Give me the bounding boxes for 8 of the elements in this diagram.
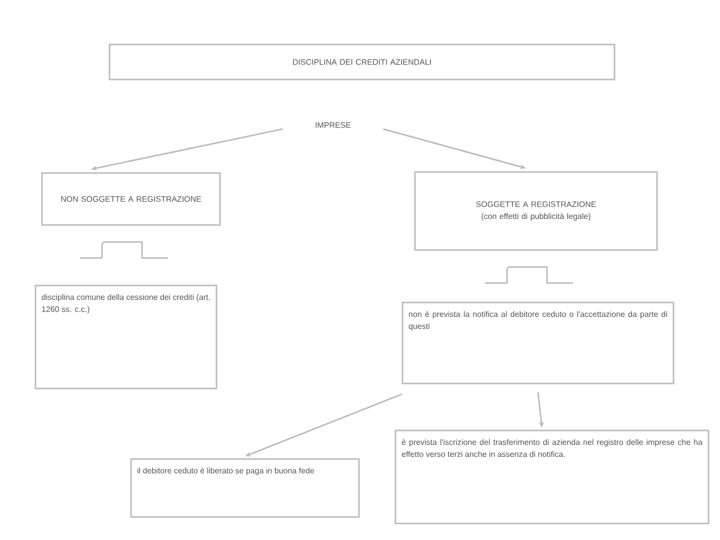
node-label: IMPRESE <box>316 122 351 128</box>
text-box: non è prevista la notifica al debitore ceduto o l'accettazione da parte di questi <box>402 302 674 384</box>
text-box: SOGGETTE A REGISTRAZIONE (con effetti di pubblicità legale) <box>414 171 658 251</box>
text-box: il debitore ceduto è liberato se paga in buona fede <box>130 458 360 518</box>
text-box: disciplina comune della cessione dei crediti (art. 1260 ss. c.c.) <box>34 284 218 390</box>
text-box: NON SOGGETTE A REGISTRAZIONE <box>41 172 221 226</box>
text-box: è prevista l'iscrizione del trasferimento di azienda nel registro delle imprese che ha effetto verso terzi anche in assenza di notifica. <box>394 430 710 524</box>
title-box: DISCIPLINA DEI CREDITI AZIENDALI <box>108 44 616 80</box>
